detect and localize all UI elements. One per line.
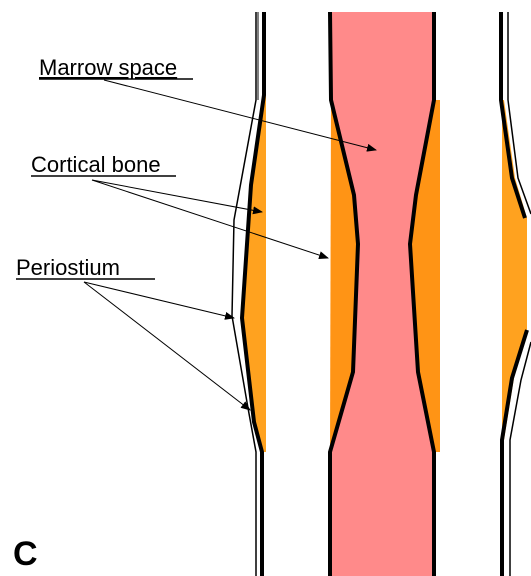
cortical-arrow-2 [92, 180, 328, 258]
marrow-space-label: Marrow space [39, 55, 177, 80]
left-bone [232, 12, 266, 576]
periostium-arrow-2 [84, 282, 250, 410]
periostium-arrow-1 [84, 282, 234, 318]
cortical-bone-label: Cortical bone [31, 152, 161, 177]
right-bone [501, 12, 531, 576]
periostium-label: Periostium [16, 255, 120, 280]
cortical-arrow-1 [92, 180, 262, 212]
panel-letter: C [13, 535, 38, 573]
center-bone [330, 12, 440, 576]
